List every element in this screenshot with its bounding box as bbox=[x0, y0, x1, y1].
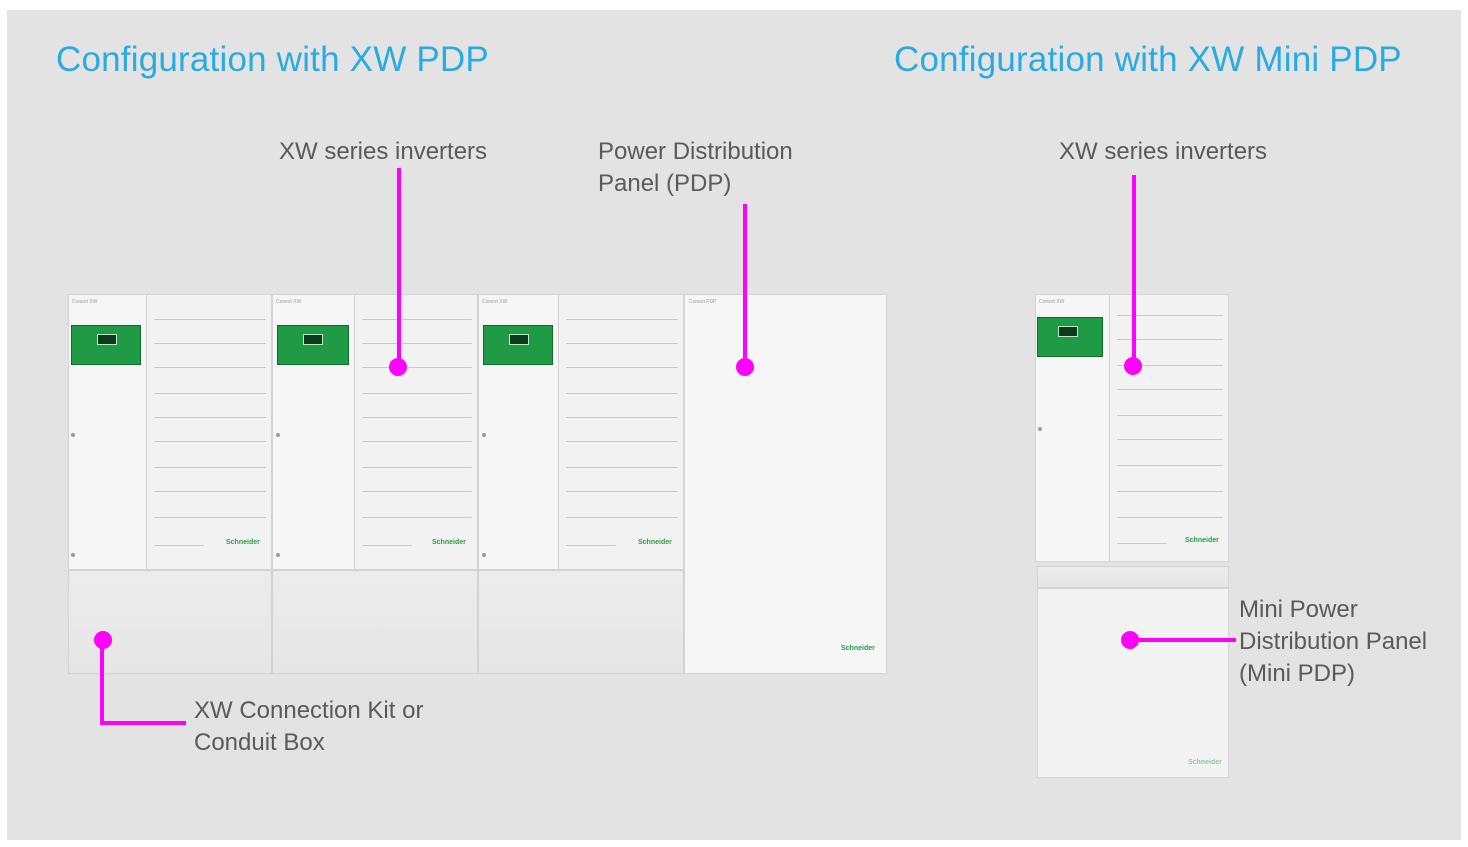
callout-line-connection-kit-horizontal bbox=[100, 721, 186, 725]
inverter-3-control-panel bbox=[483, 325, 553, 365]
inverter-3-lcd bbox=[509, 334, 529, 345]
xw-inverter-2: Conext XW Schneider bbox=[272, 294, 478, 570]
label-mini-pdp-line3: (Mini PDP) bbox=[1239, 660, 1356, 687]
label-xw-series-inverters-left: XW series inverters bbox=[279, 138, 488, 165]
callout-line-inverters-left bbox=[397, 168, 401, 366]
inverter-1-lcd bbox=[97, 334, 117, 345]
xw-inverter-mini-config: Conext XW Schneider bbox=[1035, 294, 1229, 562]
callout-line-pdp bbox=[743, 204, 747, 366]
inverter-2-logo: Schneider bbox=[432, 539, 466, 546]
label-mini-pdp-line2: Distribution Panel bbox=[1239, 628, 1428, 655]
inverter-3-model-text: Conext XW bbox=[482, 299, 508, 305]
inverter-1-left-panel: Conext XW bbox=[69, 295, 147, 569]
inverter-mini-left-panel: Conext XW bbox=[1036, 295, 1110, 561]
label-pdp-line1: Power Distribution bbox=[598, 138, 793, 165]
pdp-logo: Schneider bbox=[841, 645, 875, 652]
inverter-mini-vent-section: Schneider bbox=[1111, 295, 1228, 561]
connection-kit-box-2 bbox=[272, 570, 478, 674]
label-connection-kit-line1: XW Connection Kit or bbox=[194, 697, 424, 724]
connection-kit-box-3 bbox=[478, 570, 684, 674]
inverter-mini-lcd bbox=[1058, 326, 1078, 337]
inverter-2-control-panel bbox=[277, 325, 349, 365]
power-distribution-panel: Conext PDP Schneider bbox=[684, 294, 887, 674]
inverter-2-left-panel: Conext XW bbox=[273, 295, 355, 569]
inverter-mini-logo: Schneider bbox=[1185, 537, 1219, 544]
callout-line-inverters-right bbox=[1132, 175, 1136, 367]
label-connection-kit-line2: Conduit Box bbox=[194, 729, 325, 756]
inverter-3-left-panel: Conext XW bbox=[479, 295, 559, 569]
inverter-1-logo: Schneider bbox=[226, 539, 260, 546]
label-mini-pdp-line1: Mini Power bbox=[1239, 596, 1358, 623]
inverter-1-model-text: Conext XW bbox=[72, 299, 98, 305]
connection-kit-box-1 bbox=[68, 570, 272, 674]
inverter-mini-control-panel bbox=[1037, 317, 1103, 357]
mini-power-distribution-panel: Schneider bbox=[1037, 588, 1229, 778]
inverter-1-control-panel bbox=[71, 325, 141, 365]
label-xw-series-inverters-right: XW series inverters bbox=[1059, 138, 1268, 165]
mini-pdp-logo: Schneider bbox=[1188, 759, 1222, 766]
inverter-2-lcd bbox=[303, 334, 323, 345]
callout-line-connection-kit-vertical bbox=[100, 640, 104, 724]
heading-xw-mini-pdp: Configuration with XW Mini PDP bbox=[894, 40, 1402, 79]
xw-inverter-3: Conext XW Schneider bbox=[478, 294, 684, 570]
inverter-3-logo: Schneider bbox=[638, 539, 672, 546]
xw-inverter-1: Conext XW Schneider bbox=[68, 294, 272, 570]
inverter-2-vent-section: Schneider bbox=[356, 295, 477, 569]
callout-dot-inverters-left bbox=[389, 358, 407, 376]
label-pdp-line2: Panel (PDP) bbox=[598, 170, 732, 197]
heading-xw-pdp: Configuration with XW PDP bbox=[56, 40, 489, 79]
callout-line-mini-pdp bbox=[1130, 638, 1236, 642]
inverter-1-vent-section: Schneider bbox=[148, 295, 271, 569]
mini-pdp-top-bracket bbox=[1037, 566, 1229, 588]
callout-dot-pdp bbox=[736, 358, 754, 376]
inverter-mini-model-text: Conext XW bbox=[1039, 299, 1065, 305]
inverter-3-vent-section: Schneider bbox=[560, 295, 683, 569]
callout-dot-inverters-right bbox=[1124, 357, 1142, 375]
pdp-model-text: Conext PDP bbox=[689, 299, 717, 305]
inverter-2-model-text: Conext XW bbox=[276, 299, 302, 305]
